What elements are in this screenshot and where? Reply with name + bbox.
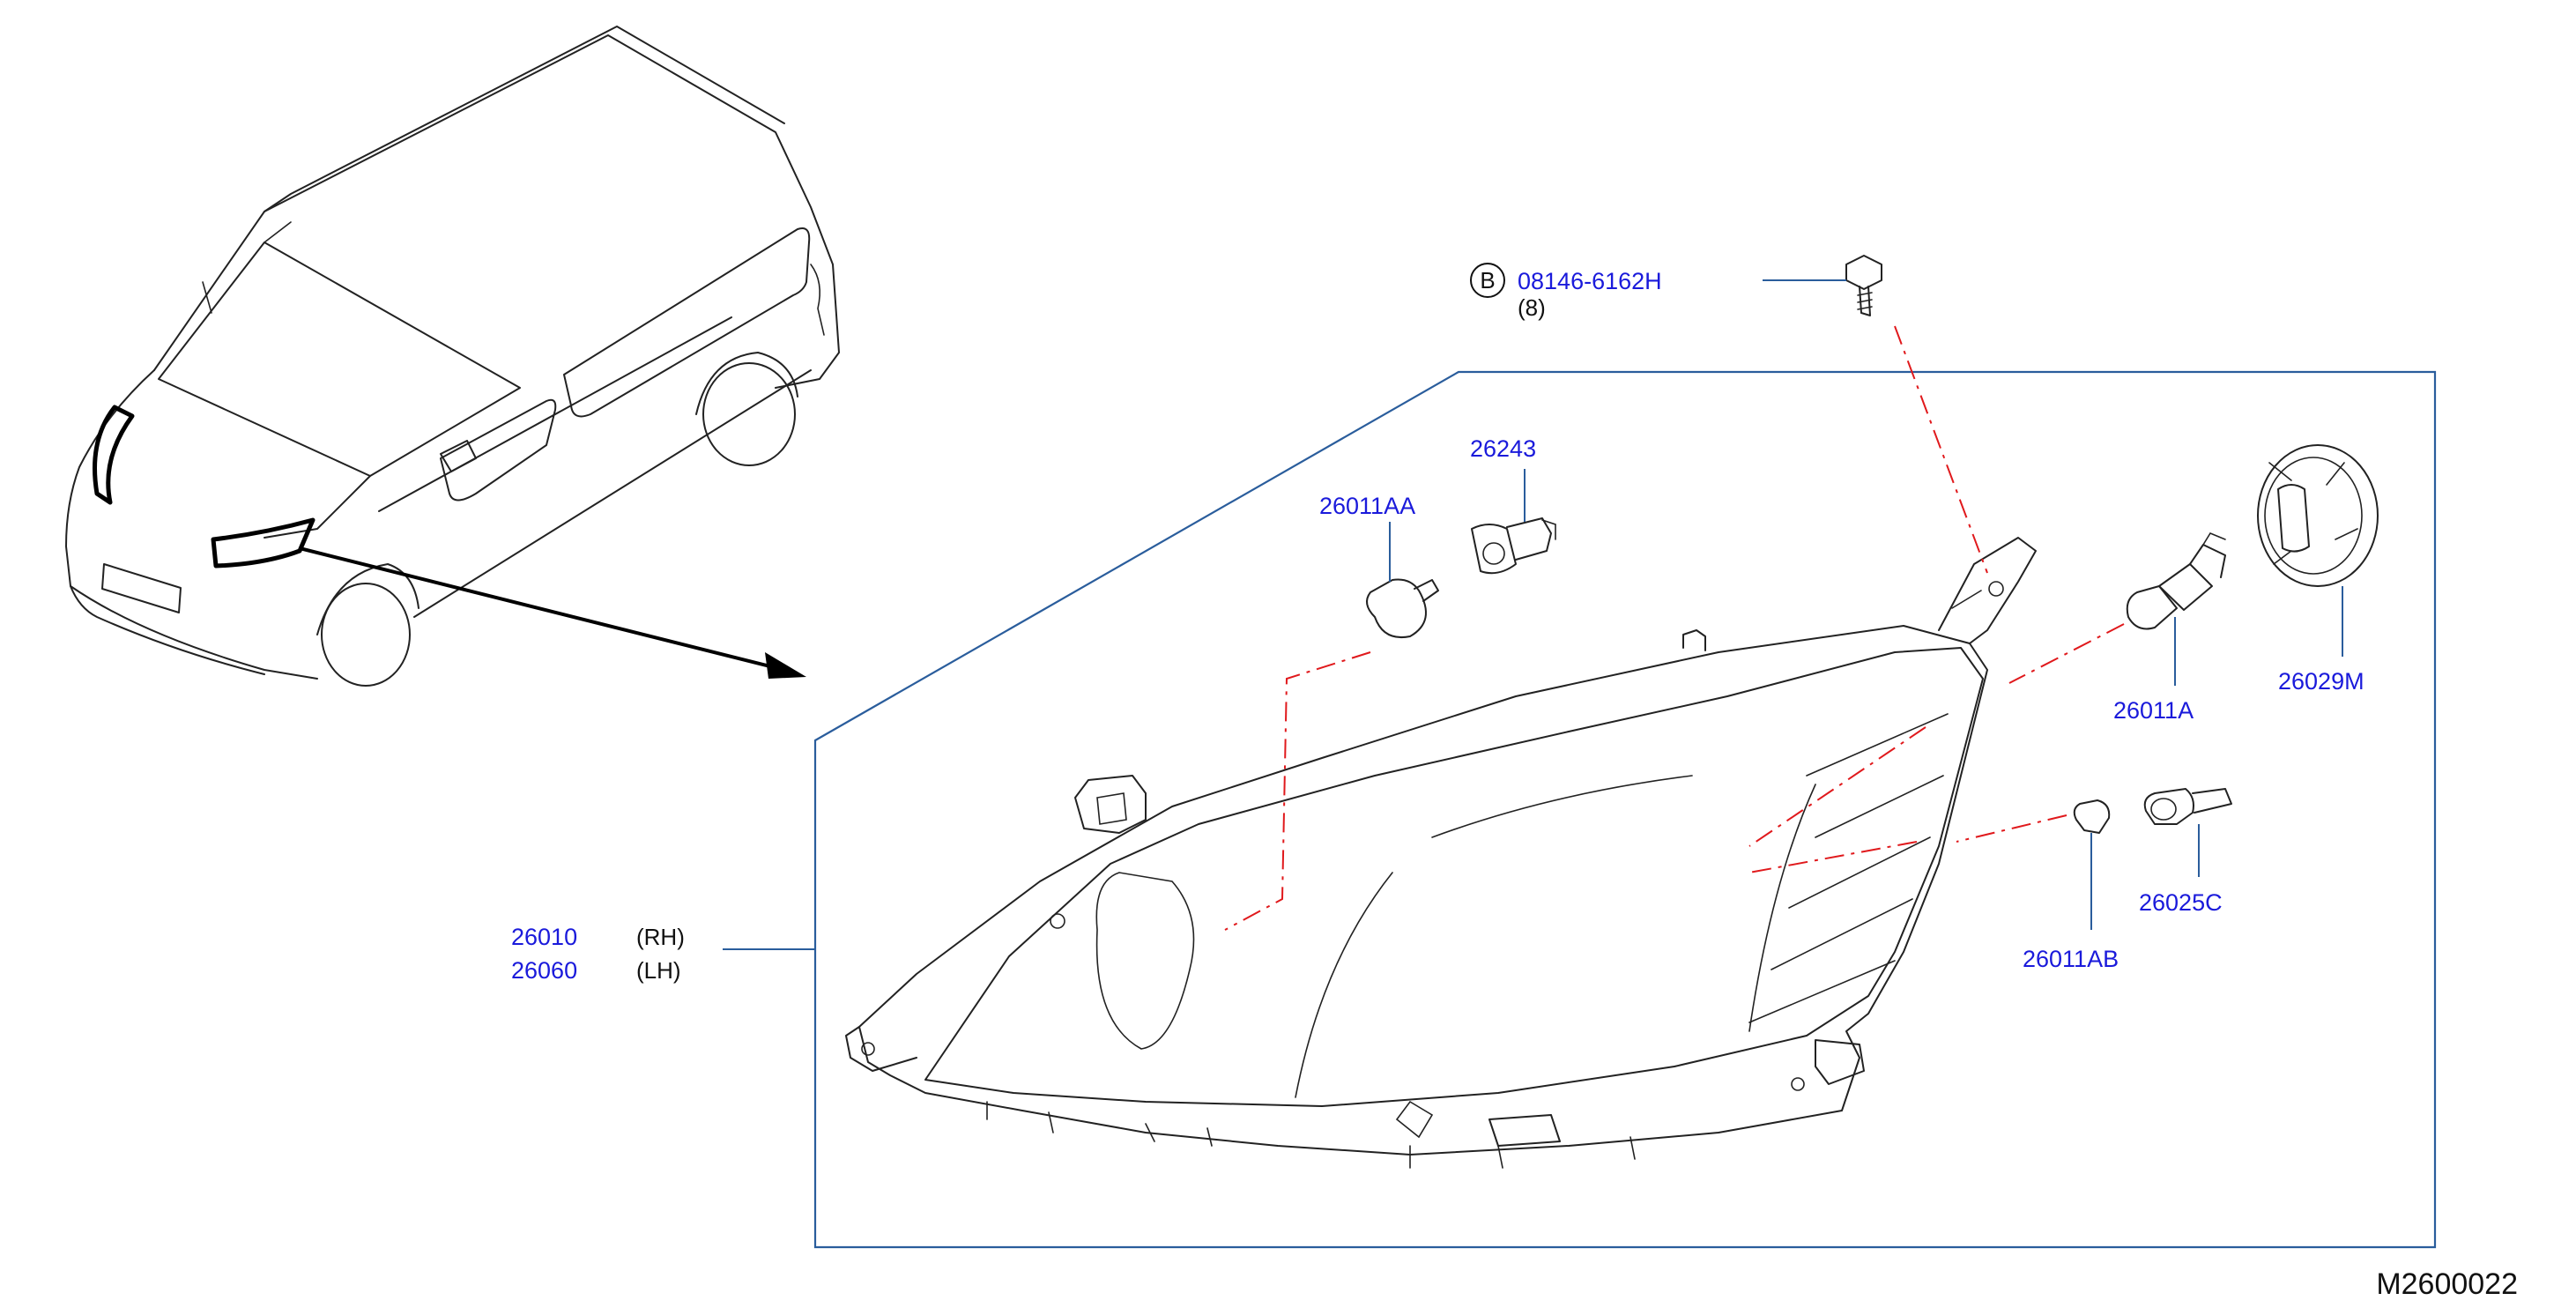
bulb-26011A-label: 26011A xyxy=(2113,697,2194,724)
diagram-code: M2600022 xyxy=(2376,1267,2518,1301)
socket-icon xyxy=(1471,517,1556,575)
bulb-26011AB-label: 26011AB xyxy=(2023,946,2119,972)
socket-icon xyxy=(2143,788,2232,825)
bulb-26011AA-label: 26011AA xyxy=(1319,493,1415,519)
bolt-quantity: (8) xyxy=(1518,294,1546,321)
headlamp-callout: 26010 (RH) 26060 (LH) xyxy=(511,924,685,984)
cap-icon xyxy=(2257,444,2379,587)
socket-26243-label: 26243 xyxy=(1470,435,1536,462)
socket-26025C-label: 26025C xyxy=(2139,889,2223,916)
bolt-part-number: 08146-6162H xyxy=(1518,268,1662,294)
bulb-icon xyxy=(2126,532,2226,630)
bulb-icon xyxy=(2073,799,2111,834)
headlamp-rh-side: (RH) xyxy=(636,924,685,950)
headlamp-assembly xyxy=(845,537,2037,1169)
bolt-badge-letter: B xyxy=(1480,267,1495,294)
headlamp-lh-side: (LH) xyxy=(636,957,681,984)
callout-badge xyxy=(1470,263,1505,298)
assembly-centerlines xyxy=(1224,325,2125,931)
headlamp-lh-number: 26060 xyxy=(511,957,577,984)
cap-26029M-label: 26029M xyxy=(2278,668,2364,695)
van-illustration xyxy=(65,26,840,687)
detail-frame xyxy=(813,370,2437,1249)
bolt-callout: B 08146-6162H (8) xyxy=(1470,263,1662,321)
headlamp-rh-number: 26010 xyxy=(511,924,577,950)
bolt-icon xyxy=(1845,255,1882,316)
bulb-icon xyxy=(1366,578,1439,638)
arrow-icon xyxy=(299,546,806,679)
